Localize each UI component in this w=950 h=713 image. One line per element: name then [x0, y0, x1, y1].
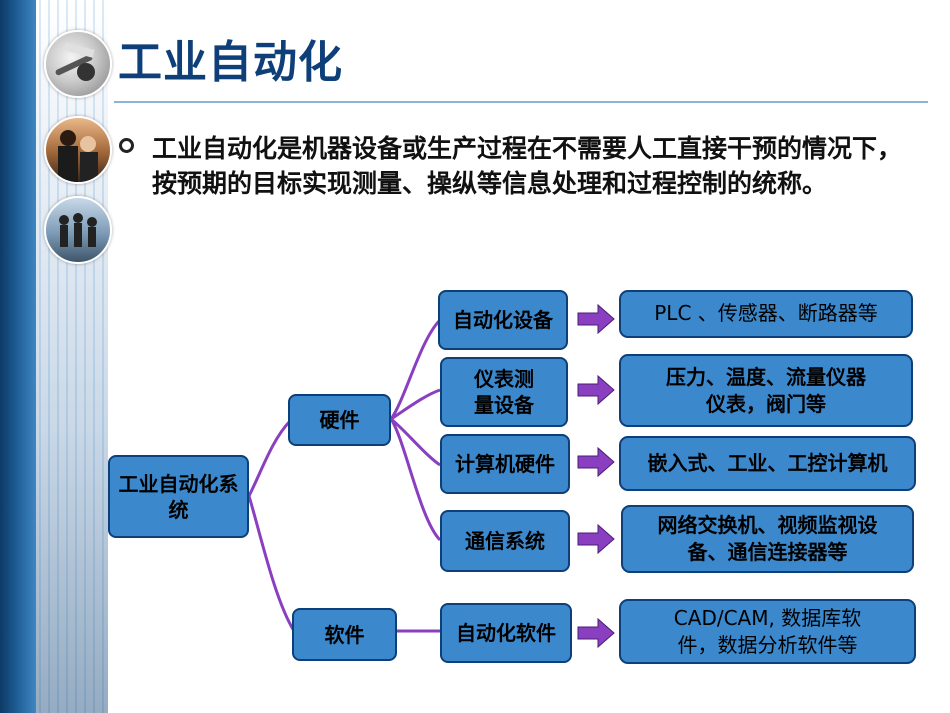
arrow-comm	[577, 523, 615, 555]
arrow-computer	[577, 446, 615, 478]
walking-people-photo-icon	[44, 196, 112, 264]
page-title: 工业自动化	[118, 37, 343, 88]
connector-hw-comm	[389, 418, 442, 542]
connector-root-hardware	[247, 419, 292, 497]
detail-communication: 网络交换机、视频监视设备、通信连接器等	[621, 505, 914, 573]
connector-hw-equipment	[389, 318, 442, 420]
hardware-node: 硬件	[288, 394, 391, 446]
connector-hw-computer	[390, 417, 441, 467]
arrow-software	[577, 617, 615, 649]
category-computer-hardware: 计算机硬件	[440, 434, 570, 494]
office-photo-icon	[44, 30, 112, 98]
root-node: 工业自动化系统	[108, 455, 249, 538]
category-auto-software: 自动化软件	[440, 603, 572, 663]
detail-auto-equipment: PLC 、传感器、断路器等	[619, 290, 913, 338]
arrow-equipment	[577, 303, 615, 335]
connector-root-software	[247, 495, 296, 632]
category-auto-equipment: 自动化设备	[438, 290, 568, 350]
detail-computer-hardware: 嵌入式、工业、工控计算机	[619, 436, 916, 491]
businesspeople-photo-icon	[44, 116, 112, 184]
arrow-instruments	[577, 374, 615, 406]
connector-hw-instruments	[390, 388, 441, 421]
bullet-ring-icon	[119, 138, 134, 153]
category-communication: 通信系统	[440, 510, 570, 572]
detail-auto-software: CAD/CAM, 数据库软件，数据分析软件等	[619, 599, 916, 664]
sidebar-background	[0, 0, 36, 713]
detail-instruments: 压力、温度、流量仪器仪表，阀门等	[619, 354, 913, 427]
title-divider	[114, 101, 928, 103]
definition-text: 工业自动化是机器设备或生产过程在不需要人工直接干预的情况下，按预期的目标实现测量…	[152, 134, 903, 198]
category-instruments: 仪表测量设备	[440, 357, 568, 427]
software-node: 软件	[292, 608, 397, 661]
